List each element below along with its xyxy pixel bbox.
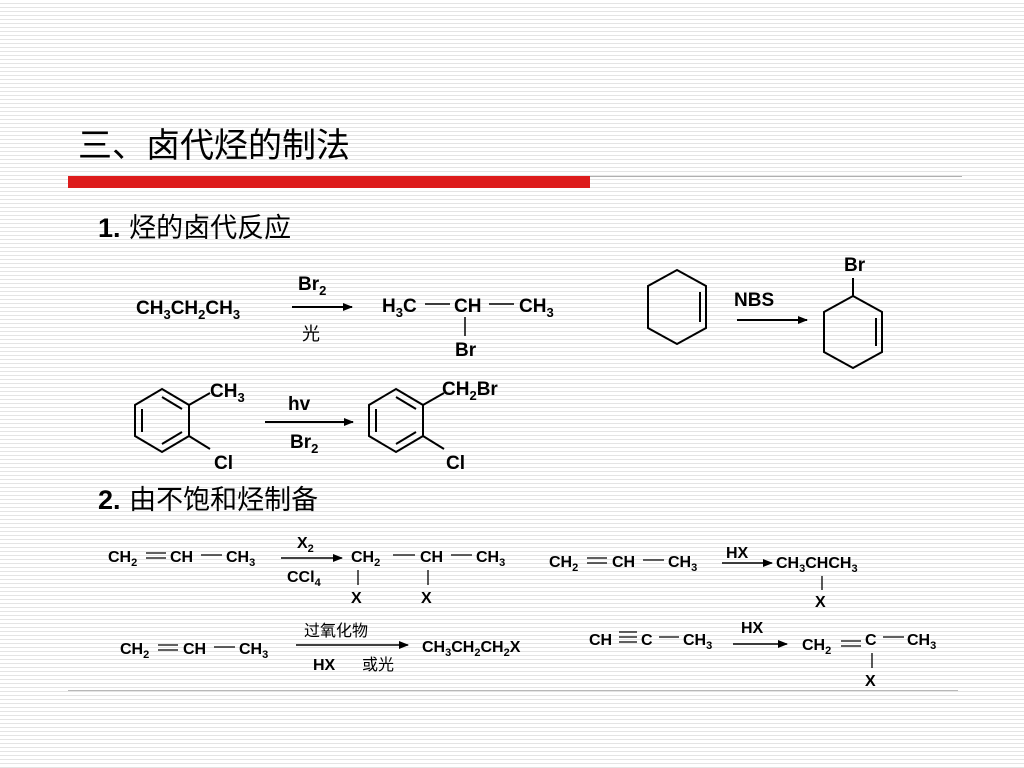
reactant-ch: CH [612,554,635,571]
reactant-ch3: CH3 [668,554,697,574]
product-x: X [421,590,432,607]
reactant-ch2: CH2 [549,554,578,574]
product-c: C [865,632,877,649]
substituent-ch2br: CH2Br [442,379,498,403]
solvent-ccl4: CCl4 [287,569,322,589]
reactant-ch3: CH3 [239,641,268,661]
aromatic-bond [161,431,183,445]
reactant-ch: CH [170,549,193,566]
substituent-cl: Cl [214,453,233,474]
product-ch3: CH3 [476,549,505,569]
reaction-alkyne-hx-addition: CH C CH3 HX CH2 C CH3 X [589,620,936,690]
product-ch3chch3: CH3CHCH3 [776,555,858,575]
condition-hv: hv [288,394,311,415]
section-1-number: 1. [98,213,121,243]
reaction-peroxide-hx-addition: CH2 CH CH3 过氧化物 HX 或光 CH3CH2CH2X [120,621,521,674]
bond [188,435,211,450]
product-ch3ch2ch2x: CH3CH2CH2X [422,639,521,659]
reactant-ch2: CH2 [108,549,137,569]
reactant-ch3: CH3 [226,549,255,569]
bromocyclohexene-ring [823,294,883,370]
title-divider-line [590,176,962,177]
condition-or-light: 或光 [362,655,394,674]
section-2-number: 2. [98,485,121,515]
reactant-ch: CH [183,641,206,658]
aromatic-bond [395,431,417,445]
section-1-heading: 1. 烃的卤代反应 [98,206,291,245]
reagent-x2: X2 [297,535,314,555]
slide-title: 三、卤代烃的制法 [78,126,350,166]
condition-peroxide: 过氧化物 [304,621,368,640]
reagent-br2: Br2 [298,274,326,298]
product-ch: CH [454,296,481,317]
reactant-c: C [641,632,653,649]
reaction-halogen-addition: CH2 CH CH3 X2 CCl4 CH2 CH CH3 X X [108,535,505,607]
section-2-heading: 2. 由不饱和烃制备 [98,478,318,517]
reagent-hx: HX [313,657,336,674]
product-x: X [865,673,876,690]
reagent-hx: HX [741,620,764,637]
section-1-label: 烃的卤代反应 [129,213,292,244]
title-accent-bar [68,176,590,188]
substituent-ch3: CH3 [210,381,245,405]
reaction-benzylic-bromination: CH3 Cl hv Br2 CH2Br Cl [134,379,498,474]
reagent-nbs: NBS [734,290,774,311]
aromatic-bond [395,396,417,410]
product-ch2: CH2 [351,549,380,569]
reactant-ch: CH [589,632,612,649]
benzene-ring [368,387,424,454]
footer-divider-line [68,690,958,691]
bond [422,435,445,450]
product-br: Br [455,340,477,361]
reactant-ch2: CH2 [120,641,149,661]
reagent-br2: Br2 [290,432,318,456]
reaction-propane-bromination: CH3CH2CH3 Br2 光 H3C CH CH3 Br [136,274,554,361]
reagent-hx: HX [726,545,749,562]
product-x: X [351,590,362,607]
product-ch2: CH2 [802,637,831,657]
product-ch: CH [420,549,443,566]
product-x: X [815,594,826,611]
bond [422,392,445,406]
bond [188,392,211,406]
cyclohexene-ring [647,268,707,346]
aromatic-bond [161,396,183,410]
reaction-hx-addition: CH2 CH CH3 HX CH3CHCH3 X [549,545,858,611]
reactant-ch3: CH3 [683,632,712,652]
benzene-ring [134,387,190,454]
product-ch3: CH3 [907,632,936,652]
section-2-label: 由不饱和烃制备 [129,485,319,516]
condition-light: 光 [302,324,320,345]
product-ch3: CH3 [519,296,554,320]
substituent-cl: Cl [446,453,465,474]
product-br: Br [844,255,866,276]
reaction-nbs-allylic-bromination: NBS Br [647,255,883,370]
reactant-propane: CH3CH2CH3 [136,298,240,322]
product-h3c: H3C [382,296,417,320]
